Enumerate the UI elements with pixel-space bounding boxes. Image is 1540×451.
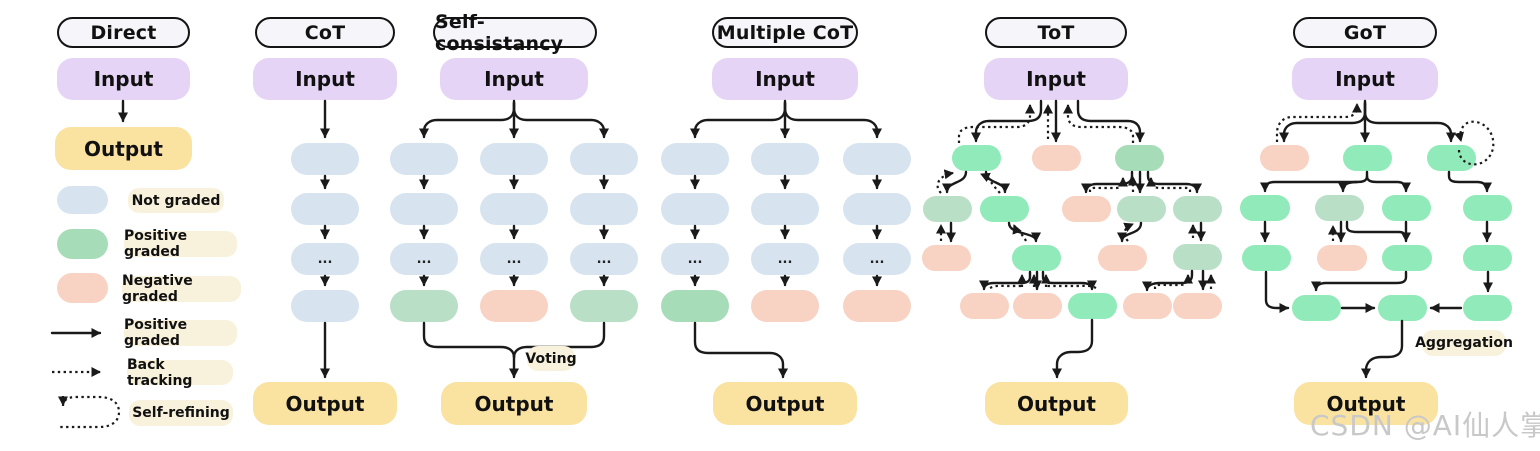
thought-node [1378, 295, 1427, 321]
thought-node [390, 193, 458, 225]
output-box-self-consistency: Output [441, 382, 587, 425]
self-refining-loop-icon [58, 395, 121, 429]
strategy-title-got: GoT [1293, 17, 1437, 48]
thought-node [1115, 145, 1164, 171]
thought-node: ... [751, 243, 819, 275]
legend-swatch-positive-graded [57, 229, 108, 259]
thought-node [1315, 195, 1364, 221]
thought-node: ... [843, 243, 911, 275]
thought-node [661, 193, 729, 225]
strategy-title-self-consistency: Self-consistancy [433, 11, 597, 55]
thought-node: ... [661, 243, 729, 275]
strategy-title-tot: ToT [985, 17, 1127, 48]
thought-node [1123, 293, 1172, 319]
thought-node [923, 196, 972, 222]
thought-node [1012, 245, 1061, 271]
legend-label-self-refining: Self-refining [129, 400, 233, 426]
strategy-title-cot: CoT [255, 17, 395, 48]
thought-node [570, 143, 638, 175]
thought-node [1062, 196, 1111, 222]
thought-node [1260, 145, 1309, 171]
thought-node [1068, 293, 1117, 319]
thought-node [960, 293, 1009, 319]
thought-node [843, 290, 911, 322]
aggregation-label: Aggregation [1415, 330, 1513, 356]
output-box-tot: Output [985, 382, 1128, 425]
input-box-tot: Input [984, 58, 1128, 100]
thought-node [1463, 295, 1512, 321]
thought-node [291, 290, 359, 322]
tot-arrows [942, 99, 1208, 379]
thought-node [1292, 295, 1341, 321]
thought-node [1382, 195, 1431, 221]
thought-node [843, 193, 911, 225]
thought-node [291, 143, 359, 175]
voting-label: Voting [525, 346, 577, 371]
input-box-multiple-cot: Input [712, 58, 858, 100]
thought-node [1173, 293, 1222, 319]
legend-swatch-negative-graded [57, 273, 108, 303]
legend-label-positive-arrow: Positive graded [124, 317, 237, 349]
thought-node [1463, 245, 1512, 271]
thought-node: ... [480, 243, 548, 275]
thought-node [1242, 245, 1291, 271]
thought-node [1013, 293, 1062, 319]
strategy-title-direct: Direct [57, 17, 190, 48]
output-box-got: Output [1294, 382, 1438, 425]
thought-node: ... [291, 243, 359, 275]
thought-node [843, 143, 911, 175]
thought-node: ... [390, 243, 458, 275]
input-box-self-consistency: Input [440, 58, 588, 100]
thought-node [952, 145, 1001, 171]
thought-node [570, 193, 638, 225]
output-box-cot: Output [253, 382, 397, 425]
thought-node [1032, 145, 1081, 171]
thought-node [980, 196, 1029, 222]
thought-node [390, 143, 458, 175]
thought-node: ... [570, 243, 638, 275]
got-backtracking-arrows [1275, 103, 1495, 241]
output-box-multiple-cot: Output [713, 382, 857, 425]
input-box-got: Input [1292, 58, 1438, 100]
figure-watermark: CSDN @AI仙人掌 [1310, 409, 1540, 442]
thought-node [570, 290, 638, 322]
legend-label-back-tracking: Back tracking [127, 357, 233, 389]
thought-node [480, 193, 548, 225]
strategy-title-multiple-cot: Multiple CoT [712, 17, 858, 48]
thought-node [1427, 145, 1476, 171]
thought-node [1463, 195, 1512, 221]
thought-node [1098, 245, 1147, 271]
legend-label-positive-graded: Positive graded [124, 228, 237, 260]
thought-node [1240, 195, 1290, 221]
thought-node [480, 290, 548, 322]
thought-node [1173, 196, 1222, 222]
thought-node [1382, 245, 1432, 271]
thought-node [661, 290, 729, 322]
thought-node [1117, 196, 1166, 222]
thought-node [1343, 145, 1392, 171]
thought-node [751, 193, 819, 225]
output-box-direct: Output [55, 127, 192, 170]
thought-node [751, 290, 819, 322]
thought-node [480, 143, 548, 175]
legend-label-negative-graded: Negative graded [122, 273, 241, 305]
thought-node [1173, 244, 1222, 270]
thought-node [291, 193, 359, 225]
legend-swatch-not-graded [57, 186, 108, 214]
thought-node [390, 290, 458, 322]
thought-node [922, 245, 971, 271]
input-box-direct: Input [57, 58, 190, 100]
legend-label-not-graded: Not graded [128, 188, 224, 213]
thought-node [751, 143, 819, 175]
input-box-cot: Input [253, 58, 397, 100]
thought-node [1317, 245, 1367, 271]
thought-node [661, 143, 729, 175]
